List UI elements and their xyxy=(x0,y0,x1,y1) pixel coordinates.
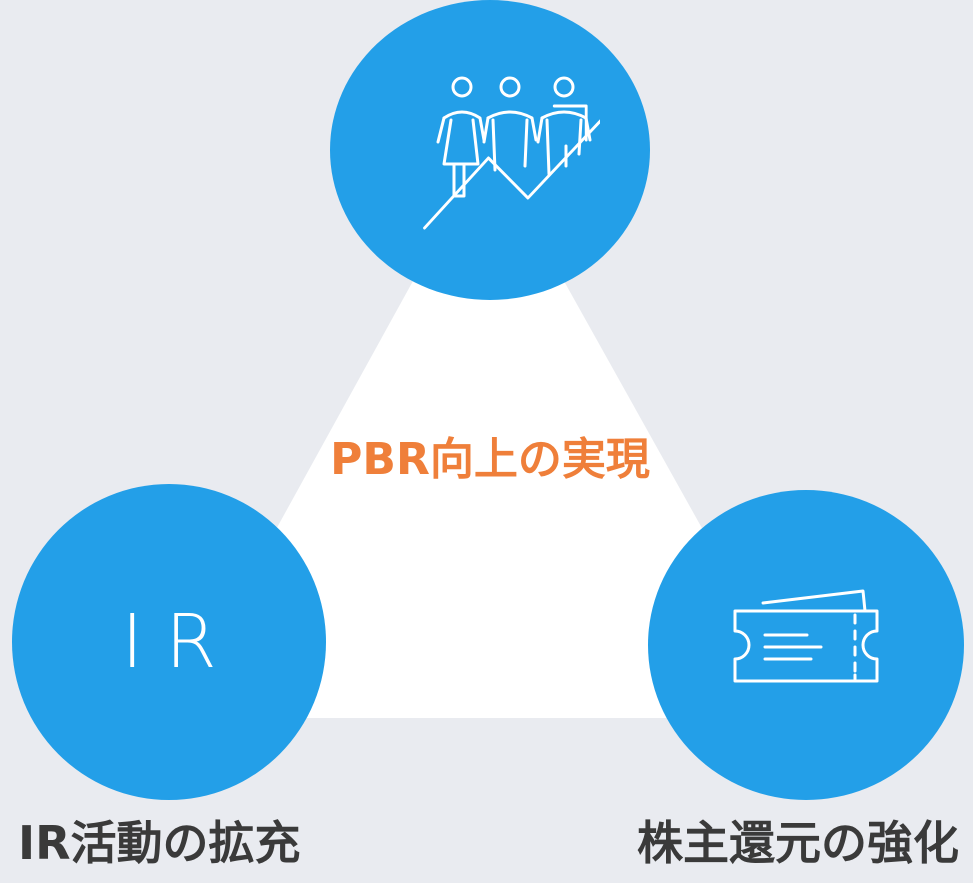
ir-node-text: IR xyxy=(121,599,239,685)
people-growth-arrow-icon xyxy=(423,76,600,230)
ticket-icon xyxy=(733,589,879,683)
ir-activity-label: IR活動の拡充 xyxy=(18,816,301,870)
shareholder-return-label: 株主還元の強化 xyxy=(637,816,959,870)
shareholder-return-node xyxy=(648,490,964,800)
ir-node: IR xyxy=(12,484,326,800)
growth-node xyxy=(330,0,650,300)
center-title: PBR向上の実現 xyxy=(330,434,650,485)
